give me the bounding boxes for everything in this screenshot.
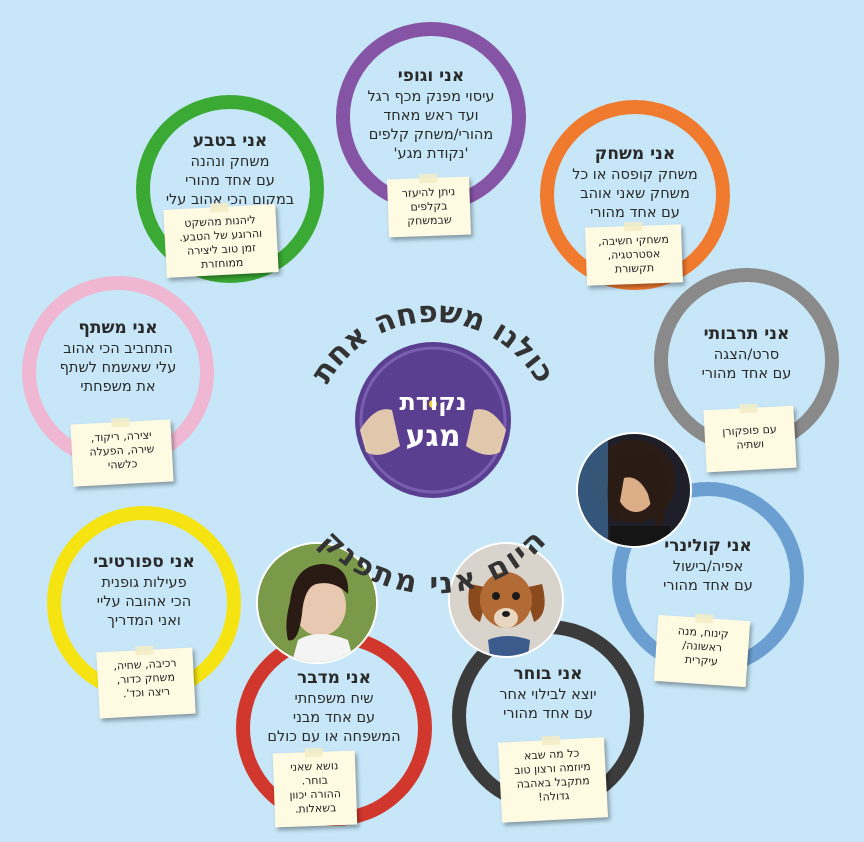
circle-line: עיסוי מפנק מכף רגל	[367, 89, 495, 105]
circle-line: עם אחד מהורי	[590, 205, 680, 221]
top-arc-text: כולנו משפחה אחת	[304, 295, 562, 390]
circle-line: יוצא לבילוי אחר	[499, 687, 597, 703]
logo-dot-icon	[429, 400, 437, 408]
circle-line: עם אחד מהורי	[503, 706, 593, 722]
tape-icon	[694, 613, 714, 624]
circle-line: את משפחתי	[80, 379, 156, 395]
note-nature: ליהנות מהשקט והרוגע של הטבע. זמן טוב ליצ…	[163, 202, 279, 278]
dog-photo	[450, 544, 562, 656]
tape-icon	[304, 747, 323, 758]
circle-line: עם אחד מהורי	[663, 578, 753, 594]
circle-title: אני תרבותי	[703, 324, 790, 344]
circle-line: מהורי/משחק קלפים	[368, 127, 494, 143]
logo-circle	[355, 342, 511, 498]
circle-line: במקום הכי אהוב עלי	[165, 192, 295, 208]
note-sport: רכיבה, שחיה, משחק כדור, ריצה וכד'.	[96, 645, 196, 719]
circle-line: 'נקודת מגע'	[393, 146, 469, 162]
circle-line: פעילות גופנית	[101, 575, 187, 591]
circle-line: עם אחד מהורי	[185, 173, 275, 189]
logo-line1: נקודת	[399, 388, 466, 416]
hand-right-icon	[466, 409, 506, 455]
circle-line: עלי שאשמח לשתף	[59, 360, 177, 376]
circle-title: אני ספורטיבי	[93, 552, 195, 572]
circle-line: שיח משפחתי	[294, 691, 374, 707]
woman-photo	[578, 434, 690, 546]
note-share: יצירה, ריקוד, שירה, הפעלה כלשהי	[70, 417, 174, 487]
tape-icon	[210, 202, 229, 213]
note-line: משחקי חשיבה,	[597, 232, 670, 249]
circle-title: אני מדבר	[297, 668, 371, 688]
circle-line: אפיה/בישול	[672, 559, 744, 575]
note-line: שבמשחק	[407, 213, 452, 228]
note-line: ההורה יכוון	[289, 787, 342, 802]
tape-icon	[418, 173, 438, 184]
note-culinary: קינוח, מנה ראשונה/ עיקרית	[653, 613, 751, 688]
top-arc-title: כולנו משפחה אחת	[304, 295, 562, 390]
circle-line: עם אחד מהורי	[701, 366, 792, 382]
note-line: ניתן להיעזר	[401, 185, 456, 200]
circle-line: משחק קופסה או כל	[572, 167, 698, 183]
tape-icon	[623, 221, 643, 232]
circle-line: ואני המדריך	[107, 613, 181, 629]
tape-icon	[135, 645, 154, 656]
circle-line: משחק ונהנה	[190, 154, 270, 170]
circle-line: ועד ראש מאחד	[383, 108, 479, 124]
note-body: ניתן להיעזר בקלפים שבמשחק	[387, 173, 471, 238]
circle-line: עם אחד מבני	[292, 710, 376, 726]
circle-line: המשפחה או עם כולם	[267, 729, 401, 745]
note-line: תקשורת	[614, 261, 655, 276]
note-line: בשאלות.	[294, 801, 337, 816]
circle-title: אני משתף	[78, 318, 158, 338]
circle-line: הכי אהובה עליי	[96, 594, 192, 610]
note-culture: עם פופקורן ושתיה	[703, 403, 797, 473]
note-game: משחקי חשיבה, אסטרטגיה, תקשורת	[585, 221, 683, 286]
circle-line: משחק שאני אוהב	[580, 186, 690, 202]
note-talk: נושא שאני בוחר. ההורה יכוון בשאלות.	[272, 747, 358, 828]
circle-title: אני קולינרי	[664, 536, 752, 556]
circle-title: אני בטבע	[192, 131, 268, 151]
logo-line2: מגע	[405, 419, 460, 454]
circle-title: אני בוחר	[513, 664, 583, 684]
circle-title: אני משחק	[594, 144, 676, 164]
tape-icon	[111, 417, 130, 428]
tape-icon	[739, 403, 758, 414]
circle-title: אני וגופי	[397, 66, 465, 86]
tape-icon	[541, 735, 561, 746]
circle-line: סרט/הצגה	[713, 347, 780, 363]
circle-line: התחביב הכי אהוב	[63, 341, 173, 357]
hand-left-icon	[360, 409, 400, 455]
note-choose: כל מה שבא מיוזמה ורצון טוב מתקבל באהבה ג…	[497, 735, 609, 823]
girl-photo	[258, 544, 376, 662]
